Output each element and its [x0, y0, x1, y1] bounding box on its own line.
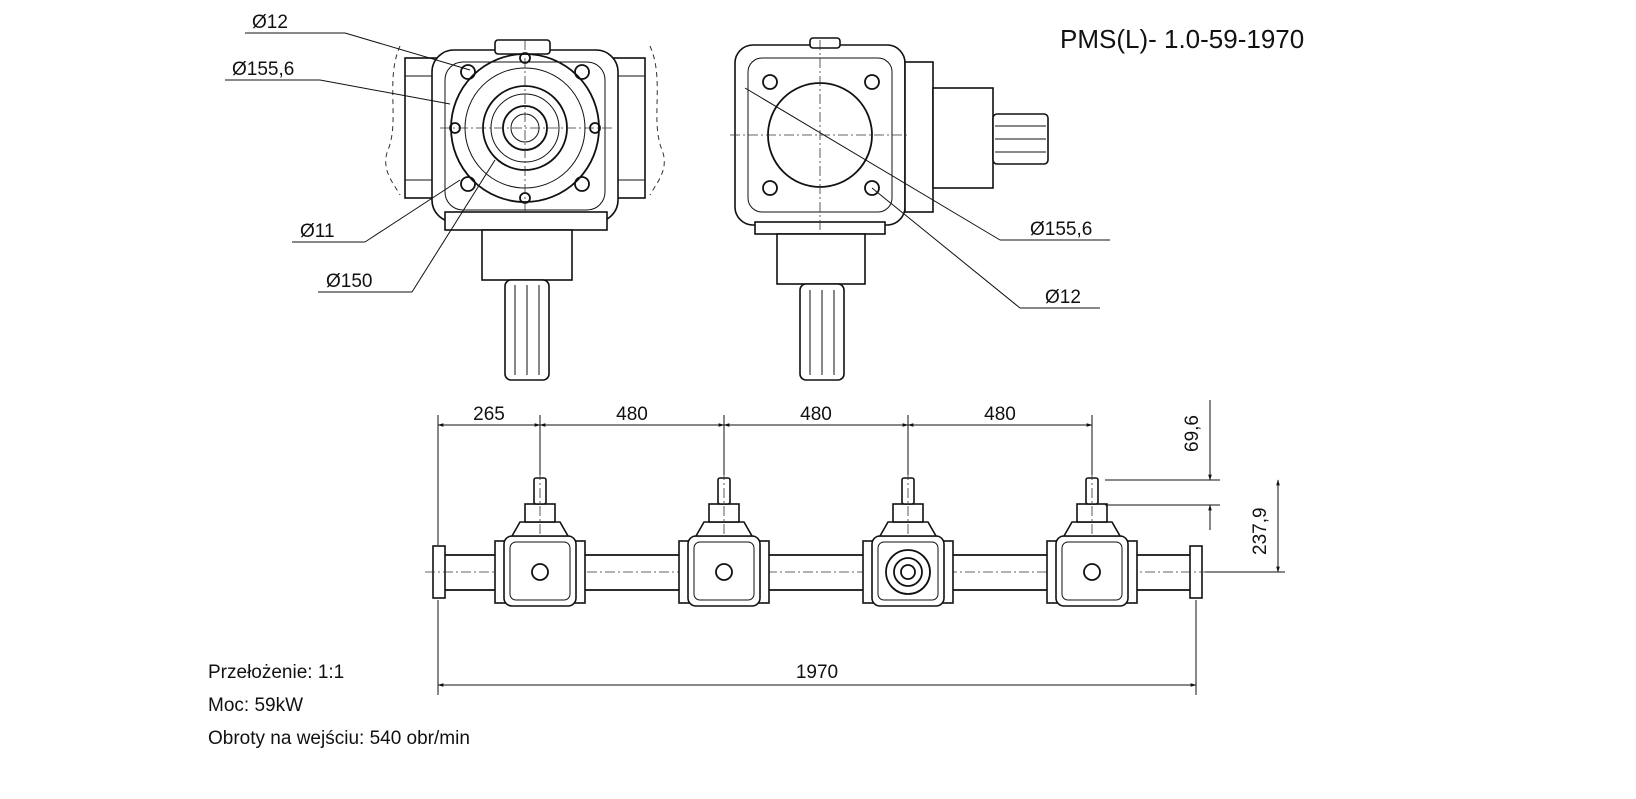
gearbox-2 [678, 470, 770, 607]
gearbox-body-inner [693, 541, 755, 601]
dim-237-9: 237,9 [1250, 507, 1271, 555]
spec-power: Moc: 59kW [208, 695, 303, 716]
dim-label-diameter-11: Ø11 [300, 221, 335, 242]
gearbox-flange-ring [885, 549, 931, 595]
gearbox-side-view [730, 37, 1049, 381]
gearbox-front-view [385, 39, 665, 381]
gearbox-body-inner [877, 541, 939, 601]
horizontal-dimensions: 265 480 480 480 1970 [437, 404, 1197, 695]
dim-overall-length: 1970 [796, 662, 838, 683]
dim-69-6: 69,6 [1182, 415, 1203, 452]
assembly-top-view [425, 470, 1210, 607]
gearbox-body [1055, 535, 1129, 607]
gearbox-1 [494, 470, 586, 607]
spec-input-speed: Obroty na wejściu: 540 obr/min [208, 728, 470, 749]
gearbox-3 [862, 470, 954, 607]
gearbox-body [687, 535, 761, 607]
front-view-dimension-leaders: Ø12 Ø155,6 Ø11 Ø150 [225, 12, 496, 293]
vertical-dimensions: 69,6 237,9 [1105, 400, 1285, 573]
dim-label-diameter-12-right: Ø12 [1045, 287, 1081, 308]
dim-480-1: 480 [616, 404, 648, 425]
gearbox-bore [531, 563, 549, 581]
gearbox-unit [494, 470, 1138, 607]
specifications: Przełożenie: 1:1 Moc: 59kW Obroty na wej… [208, 662, 470, 749]
gearbox-4 [1046, 470, 1138, 607]
dim-480-2: 480 [800, 404, 832, 425]
dim-label-diameter-150: Ø150 [326, 271, 372, 292]
gearbox-body-inner [1061, 541, 1123, 601]
side-view-dimension-leaders: Ø155,6 Ø12 [744, 87, 1110, 309]
gearbox-body [871, 535, 945, 607]
dim-label-diameter-155-6-right: Ø155,6 [1030, 219, 1092, 240]
gearbox-body [503, 535, 577, 607]
gearbox-body-inner [509, 541, 571, 601]
dim-265: 265 [473, 404, 505, 425]
dim-480-3: 480 [984, 404, 1016, 425]
dim-label-diameter-155-6-left: Ø155,6 [232, 59, 294, 80]
gearbox-bore [715, 563, 733, 581]
gearbox-bore [900, 564, 916, 580]
dim-label-diameter-12-left: Ø12 [252, 12, 288, 33]
gearbox-bore [1083, 563, 1101, 581]
gearbox-flange-inner [893, 557, 923, 587]
spec-ratio: Przełożenie: 1:1 [208, 662, 344, 683]
drawing-title: PMS(L)- 1.0-59-1970 [1060, 24, 1304, 54]
